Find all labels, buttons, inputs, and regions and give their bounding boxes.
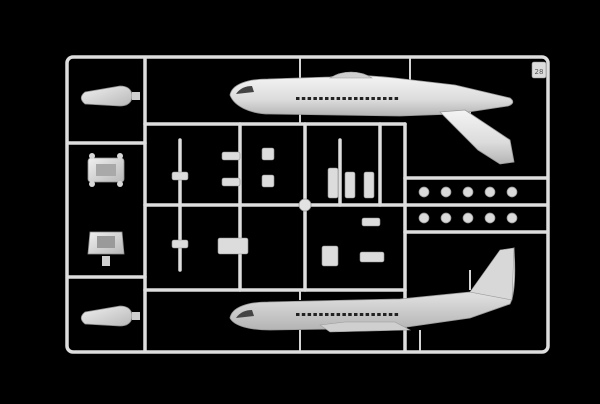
engine-nacelle-top <box>80 85 140 107</box>
window <box>336 97 341 100</box>
window <box>371 97 375 100</box>
fuselage-lower-cockpit <box>236 310 254 318</box>
window <box>325 97 329 100</box>
engine-nacelle-bottom <box>80 305 140 327</box>
window <box>313 97 317 100</box>
sprue-tag-number: 28 <box>535 68 544 76</box>
window <box>377 97 381 100</box>
window <box>319 97 323 100</box>
window <box>325 313 329 316</box>
wheel <box>462 186 474 198</box>
window <box>388 313 393 316</box>
sprue-hub <box>298 198 312 212</box>
window <box>296 97 300 100</box>
wheel <box>506 186 518 198</box>
fuselage-upper-cockpit <box>236 86 254 94</box>
window <box>371 313 375 316</box>
window <box>348 313 352 316</box>
fuselage-lower <box>229 247 516 333</box>
window <box>301 97 306 100</box>
wheel <box>484 186 496 198</box>
window <box>388 97 393 100</box>
window <box>365 97 370 100</box>
window <box>319 313 323 316</box>
window <box>313 313 317 316</box>
window <box>342 313 346 316</box>
window <box>359 97 364 100</box>
wheel <box>418 212 430 224</box>
window <box>330 97 335 100</box>
window <box>301 313 306 316</box>
fuselage-lower-windows <box>296 313 399 316</box>
window <box>342 97 346 100</box>
sprue-tag: 28 <box>531 61 547 79</box>
landing-gear-bay <box>87 153 125 187</box>
small-parts <box>171 147 385 267</box>
window <box>394 97 399 100</box>
window <box>354 97 358 100</box>
window <box>296 313 300 316</box>
window <box>365 313 370 316</box>
cockpit-part <box>87 231 125 266</box>
wheel <box>418 186 430 198</box>
wheel <box>462 212 474 224</box>
window <box>307 313 312 316</box>
window <box>377 313 381 316</box>
window <box>307 97 312 100</box>
wheel <box>506 212 518 224</box>
window <box>354 313 358 316</box>
window <box>330 313 335 316</box>
fuselage-upper <box>229 71 515 165</box>
window <box>336 313 341 316</box>
window <box>394 313 399 316</box>
wheel <box>440 212 452 224</box>
window <box>383 313 387 316</box>
window <box>359 313 364 316</box>
wheels <box>418 186 518 224</box>
wheel <box>484 212 496 224</box>
window <box>383 97 387 100</box>
fuselage-upper-windows <box>296 97 399 100</box>
fuselage-lower-tail <box>469 247 515 301</box>
window <box>348 97 352 100</box>
wheel <box>440 186 452 198</box>
fuselage-upper-tail <box>439 109 515 165</box>
